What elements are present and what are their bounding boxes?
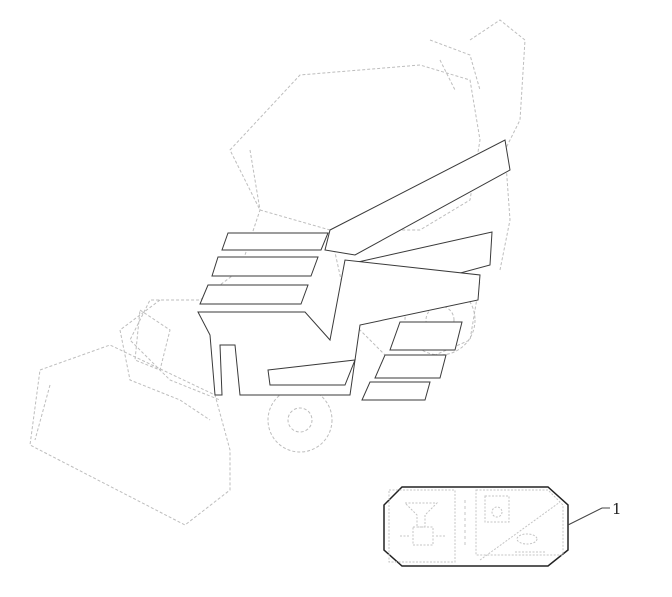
stripe-decal <box>197 259 481 396</box>
stripe-decal <box>374 354 447 379</box>
stripe-decal <box>211 256 319 277</box>
stripe-decal <box>199 284 309 305</box>
leader-line <box>567 507 610 526</box>
stripe-decal <box>324 139 511 256</box>
rear-wheel <box>404 284 476 356</box>
stripe-decal <box>267 359 356 386</box>
warning-decal <box>383 486 610 567</box>
decal-stripes <box>197 139 511 401</box>
stripe-decal <box>361 381 431 401</box>
stripe-decal <box>389 321 463 351</box>
chain-icon <box>516 533 538 545</box>
callout-1: 1 <box>612 500 622 518</box>
oil-icon <box>484 495 510 523</box>
front-bucket <box>29 344 231 526</box>
front-wheel <box>267 387 333 453</box>
stripe-decal <box>221 232 329 251</box>
